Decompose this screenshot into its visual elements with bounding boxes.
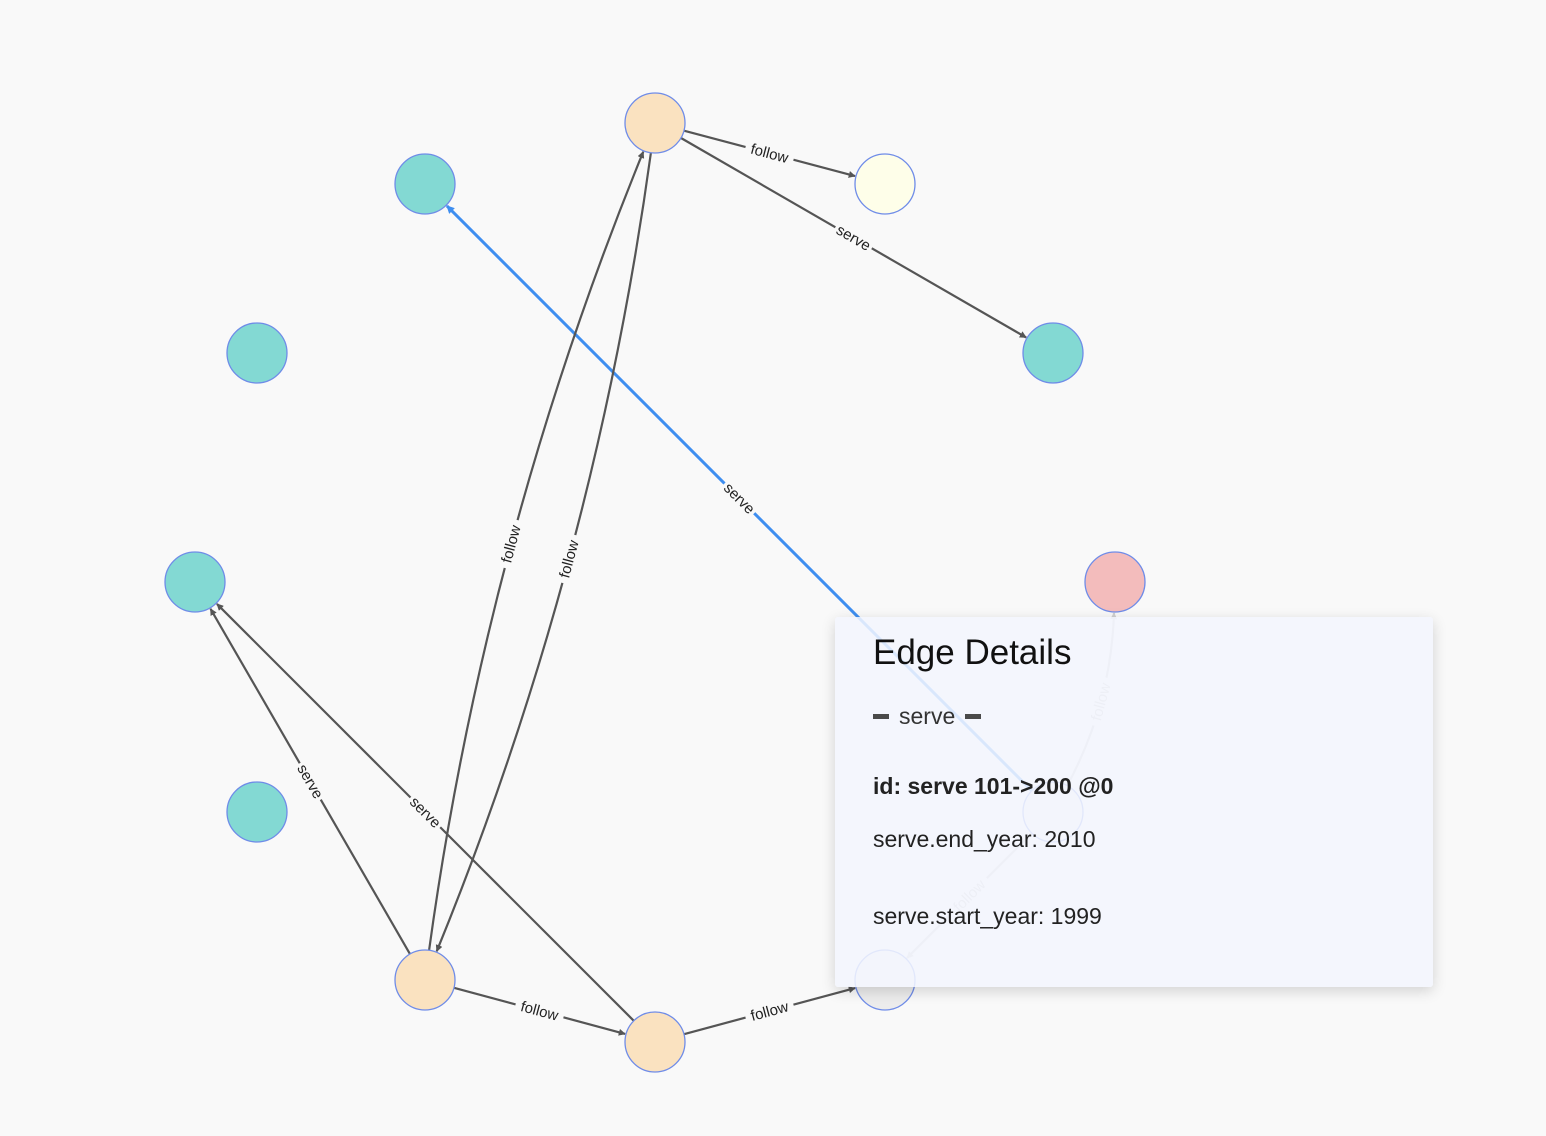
property-end-year: serve.end_year: 2010 (873, 826, 1096, 852)
property-start-year: serve.start_year: 1999 (873, 903, 1102, 929)
legend-dash-left (873, 713, 889, 719)
svg-text:serve: serve (293, 762, 326, 802)
legend-dash-right (965, 713, 982, 719)
edge-details-panel: Edge Details serve id: serve 101->200 @0… (835, 617, 1433, 987)
edge-follow-4[interactable] (427, 151, 645, 951)
edge-type-legend: serve (873, 703, 1395, 729)
edge-id: id: serve 101->200 @0 (873, 773, 1114, 799)
node-teal-4[interactable] (226, 781, 288, 843)
edge-type-label: serve (899, 702, 956, 729)
node-teal-2[interactable] (226, 322, 288, 384)
edge-label-7: follow (513, 995, 566, 1027)
svg-text:serve: serve (833, 222, 873, 255)
svg-text:follow: follow (556, 538, 582, 580)
panel-title: Edge Details (873, 633, 1072, 672)
node-teal-3[interactable] (164, 551, 226, 613)
node-bottom-left[interactable] (394, 949, 456, 1011)
node-teal-1[interactable] (394, 153, 456, 215)
svg-text:follow: follow (749, 141, 791, 167)
edge-label-0: follow (743, 138, 796, 169)
edge-label-3: follow (553, 532, 585, 586)
node-cream[interactable] (854, 153, 916, 215)
edge-label-8: follow (743, 995, 796, 1027)
node-bottom-mid[interactable] (624, 1011, 686, 1073)
node-pink[interactable] (1084, 551, 1146, 613)
node-teal-right[interactable] (1022, 322, 1084, 384)
edge-label-4: follow (495, 517, 527, 571)
svg-text:follow: follow (519, 998, 561, 1024)
edge-label-5: serve (291, 758, 329, 805)
edge-label-1: serve (830, 219, 877, 257)
node-top-peach[interactable] (624, 92, 686, 154)
svg-text:follow: follow (498, 523, 524, 565)
svg-text:follow: follow (749, 998, 791, 1024)
edge-follow-3[interactable] (435, 152, 653, 952)
